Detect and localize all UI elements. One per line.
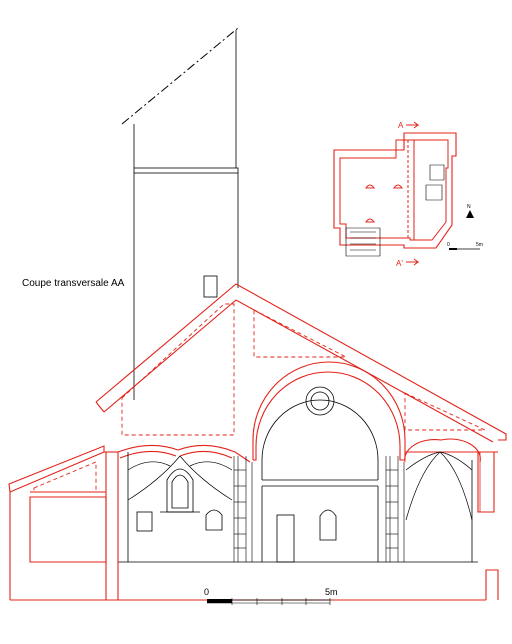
tower-window <box>203 275 218 298</box>
scale-start-label: 0 <box>204 587 209 597</box>
roof-section <box>8 283 507 600</box>
nave-door <box>276 514 295 563</box>
plan-label-a: A <box>398 121 404 130</box>
north-arrow-icon <box>466 210 474 218</box>
plan-scale-end: 5m <box>476 242 483 248</box>
interior-elevation <box>117 399 479 563</box>
bell-tower <box>121 27 239 400</box>
drawing-title: Coupe transversale AA <box>22 278 125 289</box>
north-label: N <box>467 204 471 210</box>
plan-scale-start: 0 <box>447 242 450 248</box>
plan-label-a-prime: A' <box>396 259 403 268</box>
scale-bar: 0 5m <box>204 587 338 605</box>
scale-end-label: 5m <box>325 587 338 597</box>
floor-plan: A A' N 0 5m <box>333 121 483 268</box>
cut-walls <box>10 452 499 601</box>
